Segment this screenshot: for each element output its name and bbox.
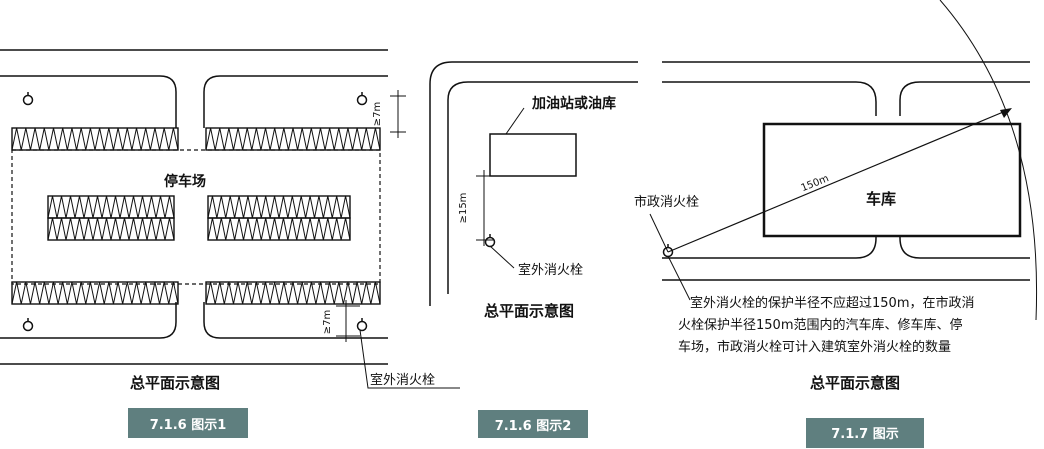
panel-3 xyxy=(649,0,1038,321)
garage-label: 车库 xyxy=(866,190,896,208)
panel-2-plan-title: 总平面示意图 xyxy=(484,302,574,320)
parking-row xyxy=(205,127,381,151)
panel-3-plan-title: 总平面示意图 xyxy=(810,374,900,392)
road-inner xyxy=(447,81,638,294)
road-bottom-right xyxy=(203,302,388,339)
hydrant-icon xyxy=(356,318,368,332)
municipal-hydrant-label: 市政消火栓 xyxy=(634,194,699,210)
panel-1-hydrant-label: 室外消火栓 xyxy=(370,372,435,388)
hydrant-icon xyxy=(484,234,496,248)
panel-1-plan-title: 总平面示意图 xyxy=(130,374,220,392)
hydrant-icon xyxy=(356,92,368,106)
parking-row xyxy=(11,281,179,305)
panel-1 xyxy=(0,49,460,389)
dim-15m-label: ≥15m xyxy=(458,193,469,224)
note-line-1: 室外消火栓的保护半径不应超过150m，在市政消 xyxy=(690,295,974,311)
note-line-3: 车场，市政消火栓可计入建筑室外消火栓的数量 xyxy=(678,339,951,355)
parking-boundary xyxy=(11,149,381,285)
hydrant-leader xyxy=(359,329,460,389)
station-leader xyxy=(505,107,525,135)
road-outer xyxy=(429,61,638,306)
road-bottom-right xyxy=(899,236,1030,259)
note-leader xyxy=(667,255,691,301)
parking-rows xyxy=(11,127,381,305)
radius-arc xyxy=(939,0,1038,321)
panel-2 xyxy=(429,61,638,306)
road-right-block xyxy=(203,75,388,128)
dim-7m-bottom-label: ≥7m xyxy=(322,310,333,334)
hydrant-icon xyxy=(22,318,34,332)
dim-7m-top-label: ≥7m xyxy=(372,102,383,126)
gas-station-label: 加油站或油库 xyxy=(531,95,616,112)
hydrant-leader-2 xyxy=(489,245,515,269)
road-bottom-left xyxy=(662,236,877,259)
parking-row xyxy=(47,195,175,219)
panel-1-badge-text: 7.1.6 图示1 xyxy=(150,418,227,433)
note-line-2: 火栓保护半径150m范围内的汽车库、修车库、停 xyxy=(678,317,962,333)
hydrant-icon xyxy=(22,92,34,106)
gas-station-box xyxy=(489,133,577,177)
panel-3-badge-text: 7.1.7 图示 xyxy=(831,427,899,442)
parking-row xyxy=(47,217,175,241)
parking-row xyxy=(205,281,381,305)
panel-2-badge-text: 7.1.6 图示2 xyxy=(495,419,572,434)
panel-2-hydrant-label: 室外消火栓 xyxy=(518,262,583,278)
radius-line xyxy=(667,109,1009,253)
municipal-leader xyxy=(649,213,669,253)
panel-3-badge: 7.1.7 图示 xyxy=(806,418,924,448)
panel-2-badge: 7.1.6 图示2 xyxy=(478,410,588,438)
parking-row xyxy=(207,195,351,219)
panel-1-hydrants xyxy=(22,92,368,332)
road-left-block xyxy=(0,75,177,128)
parking-row xyxy=(11,127,179,151)
parking-label: 停车场 xyxy=(164,173,206,190)
hydrant-icon xyxy=(662,244,674,258)
garage-box xyxy=(762,122,1022,238)
parking-row xyxy=(207,217,351,241)
road-block-left xyxy=(662,81,877,116)
radius-arrowhead xyxy=(1000,108,1012,118)
road-block-right xyxy=(899,81,1030,116)
panel-1-badge: 7.1.6 图示1 xyxy=(128,408,248,438)
road-bottom-left xyxy=(0,302,177,339)
